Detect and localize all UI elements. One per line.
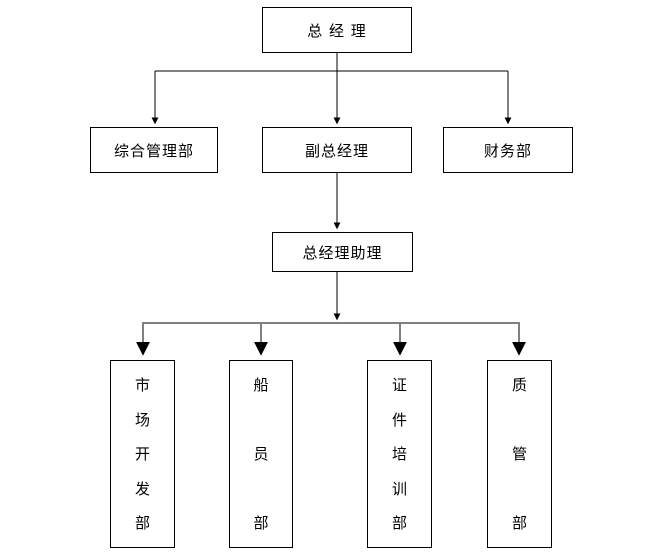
node-deputy-general-manager-label: 副总经理 [304, 141, 369, 160]
node-crew-dept: 船员部 [229, 360, 293, 548]
node-gm-assistant-label: 总经理助理 [302, 243, 383, 262]
node-gm-assistant: 总经理助理 [272, 232, 413, 272]
node-deputy-general-manager: 副总经理 [262, 127, 412, 173]
node-certificate-training-dept: 证件培训部 [367, 360, 432, 548]
node-admin-dept: 综合管理部 [90, 127, 218, 173]
node-market-development-dept: 市场开发部 [110, 360, 175, 548]
node-admin-dept-label: 综合管理部 [113, 141, 194, 160]
node-crew-dept-label: 船员部 [253, 376, 269, 532]
node-market-development-dept-label: 市场开发部 [134, 376, 150, 532]
node-quality-management-dept: 质管部 [487, 360, 552, 548]
node-finance-dept: 财务部 [443, 127, 573, 173]
node-general-manager: 总 经 理 [262, 7, 412, 53]
node-quality-management-dept-label: 质管部 [511, 376, 527, 532]
node-certificate-training-dept-label: 证件培训部 [391, 376, 407, 532]
node-general-manager-label: 总 经 理 [307, 21, 367, 40]
node-finance-dept-label: 财务部 [483, 141, 532, 160]
